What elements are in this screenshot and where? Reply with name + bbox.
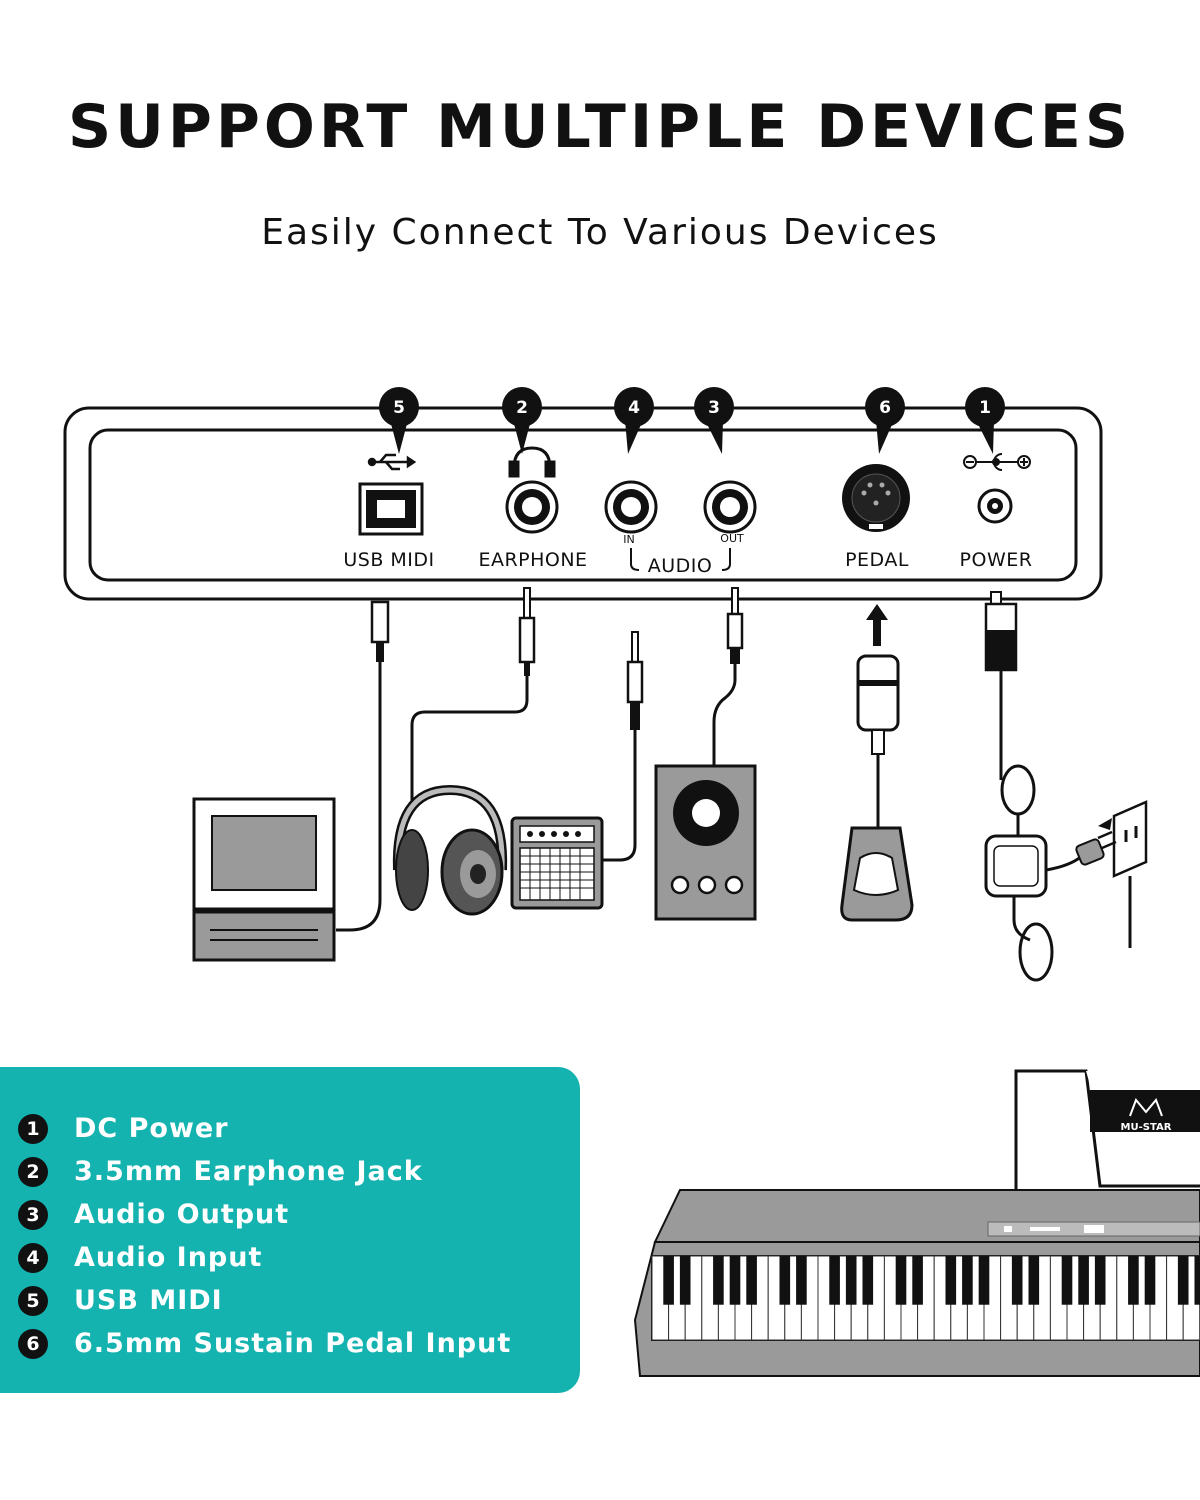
brand-logo-text: MU-STAR [1121,1122,1172,1133]
earphone-jack[interactable] [505,480,559,534]
power-port[interactable] [977,488,1013,524]
pin-5: 5 [379,387,419,454]
piano-black-key [1078,1256,1089,1305]
dc-polarity-icon [963,453,1031,471]
earphone-cable [410,587,536,810]
piano-black-key [895,1256,907,1305]
port-label-pedal: PEDAL [845,549,909,571]
headphone-icon [508,446,556,478]
piano-black-key [713,1256,724,1305]
piano-black-key [862,1256,874,1305]
pedal-arrow-icon [866,604,888,646]
pin-3: 3 [694,387,734,454]
piano-black-key [845,1256,857,1305]
piano-black-key [1144,1256,1156,1305]
piano-black-key [796,1256,807,1305]
audio-out-jack[interactable] [703,480,757,534]
piano-black-key [962,1256,973,1305]
piano-black-key [1194,1256,1200,1305]
legend-number: 1 [18,1113,48,1144]
digital-piano-icon [633,1189,1200,1377]
brand-logo-icon [1129,1098,1163,1117]
port-label-in: IN [623,533,634,546]
page-title: SUPPORT MULTIPLE DEVICES [67,92,1133,162]
piano-black-key [945,1256,957,1305]
piano-black-key [978,1256,990,1305]
pin-1: 1 [965,387,1005,454]
pin-number: 3 [708,398,720,418]
wall-outlet-icon [1075,800,1148,948]
legend-item-usb-midi: 5 USB MIDI [18,1279,511,1322]
piano-black-key [679,1256,691,1305]
legend-text: USB MIDI [74,1285,223,1316]
legend-text: DC Power [74,1113,229,1144]
piano-black-keys [663,1256,1200,1305]
pedal-plug [856,654,900,830]
legend-text: Audio Input [74,1242,263,1273]
legend-item-dc-power: 1 DC Power [18,1107,511,1150]
piano-black-key [1177,1256,1189,1305]
legend-text: 3.5mm Earphone Jack [74,1156,423,1187]
audio-in-cable [600,631,644,862]
pedal-din-port[interactable] [842,464,910,532]
piano-black-key [729,1256,741,1305]
audio-bracket-right [721,548,731,571]
piano-black-key [1128,1256,1139,1305]
pin-number: 2 [516,398,528,418]
legend-list: 1 DC Power 2 3.5mm Earphone Jack 3 Audio… [18,1107,511,1365]
pin-number: 4 [628,398,640,418]
audio-out-cable [712,587,744,768]
computer-icon [192,797,336,962]
usb-port[interactable] [358,482,424,536]
page-subtitle: Easily Connect To Various Devices [261,212,939,253]
pin-6: 6 [865,387,905,454]
pin-2: 2 [502,387,542,454]
piano-black-key [1028,1256,1040,1305]
legend-item-sustain-pedal: 6 6.5mm Sustain Pedal Input [18,1322,511,1365]
legend-panel: 1 DC Power 2 3.5mm Earphone Jack 3 Audio… [0,1067,580,1393]
pin-number: 6 [879,398,891,418]
sustain-pedal-icon [840,826,914,922]
piano-black-key [779,1256,791,1305]
power-cable [984,591,1036,836]
guitar-amp-icon [510,816,604,910]
piano-black-key [746,1256,757,1305]
piano-black-key [1011,1256,1023,1305]
piano-black-key [1094,1256,1106,1305]
pin-4: 4 [614,387,654,454]
audio-in-jack[interactable] [604,480,658,534]
legend-item-audio-input: 4 Audio Input [18,1236,511,1279]
power-adapter-icon [984,834,1083,982]
audio-bracket-left [630,548,640,571]
audio-group-label: AUDIO [648,555,713,577]
legend-text: 6.5mm Sustain Pedal Input [74,1328,512,1359]
legend-number: 6 [18,1328,48,1359]
usb-icon [367,453,417,471]
piano-black-key [829,1256,840,1305]
port-label-out: OUT [720,532,744,545]
speaker-icon [654,764,757,921]
piano-black-key [1061,1256,1073,1305]
legend-item-earphone-jack: 2 3.5mm Earphone Jack [18,1150,511,1193]
legend-item-audio-output: 3 Audio Output [18,1193,511,1236]
usb-cable [336,600,390,932]
legend-number: 2 [18,1156,48,1187]
piano-black-key [663,1256,674,1305]
port-label-earphone: EARPHONE [478,549,587,571]
port-label-usb-midi: USB MIDI [343,549,434,571]
pin-number: 5 [393,398,405,418]
rear-panel-inner [88,428,1078,582]
legend-text: Audio Output [74,1199,290,1230]
headphones-icon [392,784,508,916]
legend-number: 4 [18,1242,48,1273]
music-stand-icon [1010,1069,1200,1210]
legend-number: 5 [18,1285,48,1316]
pin-number: 1 [979,398,991,418]
piano-black-key [912,1256,923,1305]
port-label-power: POWER [960,549,1033,571]
legend-number: 3 [18,1199,48,1230]
